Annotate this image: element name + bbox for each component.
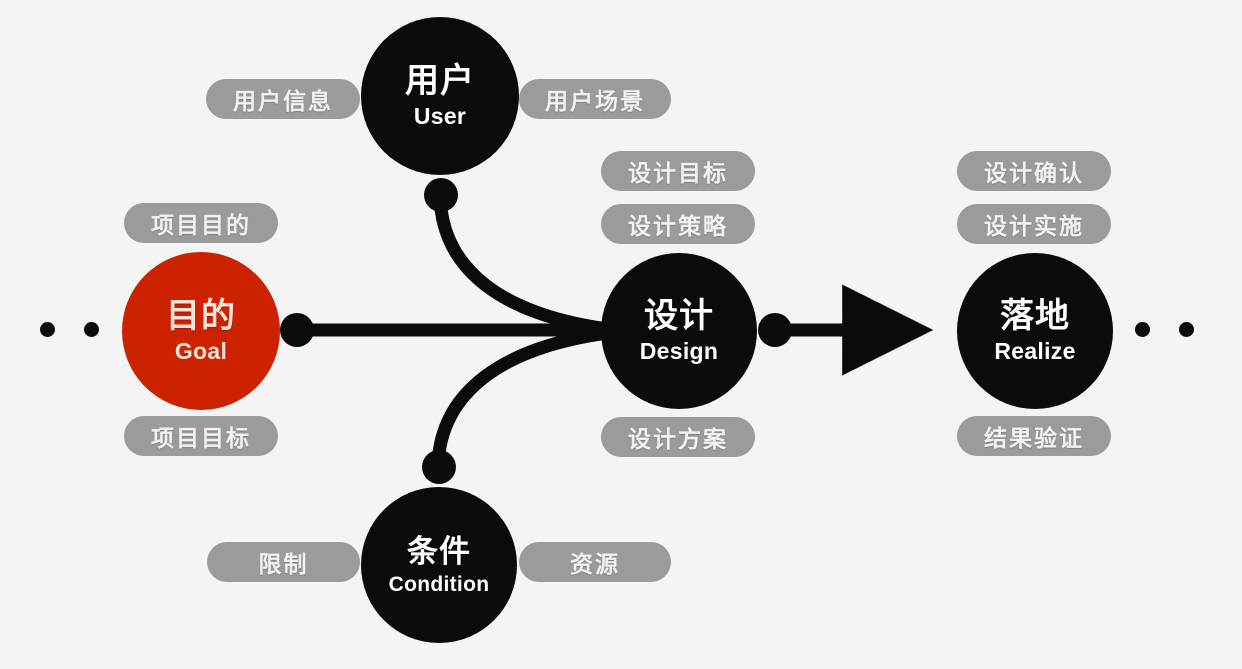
pill-realize-bottom[interactable]: 结果验证 bbox=[957, 416, 1111, 456]
pill-realize-top-2[interactable]: 设计实施 bbox=[957, 204, 1111, 244]
node-goal-title-en: Goal bbox=[174, 338, 228, 364]
pill-design-bottom[interactable]: 设计方案 bbox=[601, 417, 755, 457]
node-realize-title-cn: 落地 bbox=[1000, 297, 1070, 335]
node-user-title-en: User bbox=[413, 103, 467, 129]
node-user-title-cn: 用户 bbox=[405, 62, 475, 100]
pill-goal-top[interactable]: 项目目的 bbox=[124, 203, 278, 243]
node-goal-title-cn: 目的 bbox=[166, 297, 236, 335]
pill-goal-bottom[interactable]: 项目目标 bbox=[124, 416, 278, 456]
node-design-title-cn: 设计 bbox=[644, 297, 714, 335]
ellipsis-dot-right-1 bbox=[1135, 322, 1150, 337]
node-realize-title-en: Realize bbox=[994, 338, 1076, 364]
joint-design-out bbox=[758, 313, 792, 347]
pill-user-right[interactable]: 用户场景 bbox=[519, 79, 671, 119]
node-goal[interactable]: 目的 Goal bbox=[122, 252, 280, 410]
pill-realize-top-1[interactable]: 设计确认 bbox=[957, 151, 1111, 191]
pill-design-top-2[interactable]: 设计策略 bbox=[601, 204, 755, 244]
pill-condition-left[interactable]: 限制 bbox=[207, 542, 360, 582]
ellipsis-dot-left-2 bbox=[84, 322, 99, 337]
node-user[interactable]: 用户 User bbox=[361, 17, 519, 175]
node-condition-title-en: Condition bbox=[388, 572, 490, 596]
node-realize[interactable]: 落地 Realize bbox=[957, 253, 1113, 409]
joint-goal-out bbox=[280, 313, 314, 347]
ellipsis-dot-right-2 bbox=[1179, 322, 1194, 337]
edge-condition-design bbox=[431, 324, 631, 473]
node-design[interactable]: 设计 Design bbox=[601, 253, 757, 409]
pill-condition-right[interactable]: 资源 bbox=[519, 542, 671, 582]
ellipsis-dot-left-1 bbox=[40, 322, 55, 337]
edge-user-design bbox=[433, 189, 631, 338]
joint-user-out bbox=[424, 178, 458, 212]
node-condition-title-cn: 条件 bbox=[407, 533, 471, 569]
joint-condition-out bbox=[422, 450, 456, 484]
node-condition[interactable]: 条件 Condition bbox=[361, 487, 517, 643]
pill-design-top-1[interactable]: 设计目标 bbox=[601, 151, 755, 191]
pill-user-left[interactable]: 用户信息 bbox=[206, 79, 360, 119]
node-design-title-en: Design bbox=[639, 338, 719, 364]
